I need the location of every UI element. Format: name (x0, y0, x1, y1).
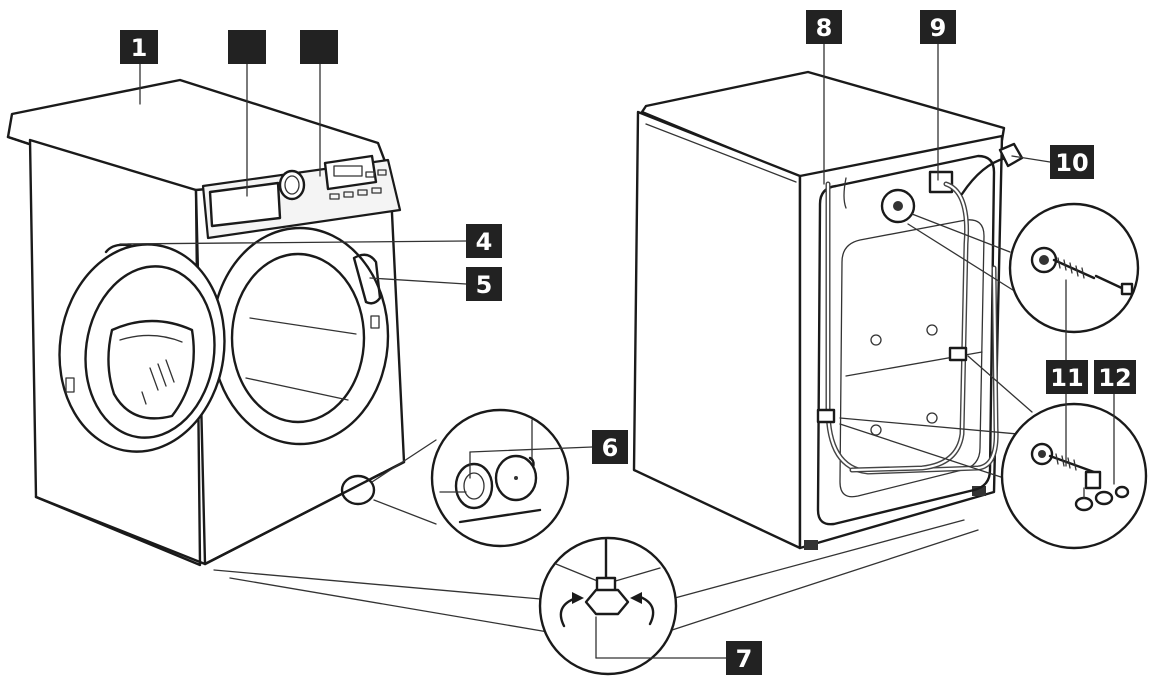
adjustable-foot-detail (213, 519, 979, 676)
inlet-valve (928, 170, 954, 194)
mains-plug (998, 142, 1024, 168)
callout-6: 6 (592, 430, 628, 464)
program-knob (278, 169, 306, 201)
callout-label: 7 (736, 645, 753, 673)
callout-5: 5 (466, 267, 502, 301)
pump-filter-cover (340, 474, 376, 506)
transit-bolt-detail-top (907, 202, 1140, 334)
front-washing-machine (6, 78, 406, 567)
rear-side-panel (632, 110, 802, 550)
callout-label: 12 (1098, 364, 1131, 392)
callout-label: 4 (476, 228, 493, 256)
callout-label: 1 (131, 34, 148, 62)
leader-lines (119, 43, 1115, 659)
callout-label: 9 (930, 14, 947, 42)
callout-label: 11 (1050, 364, 1083, 392)
door-handle (352, 253, 382, 305)
callout-4: 4 (466, 224, 502, 258)
callout-12: 12 (1094, 360, 1136, 394)
callout-2 (228, 30, 266, 64)
rear-back-panel (798, 134, 1004, 550)
callout-label: 5 (476, 271, 493, 299)
door-seal-ring (210, 226, 390, 446)
callout-8: 8 (806, 10, 842, 44)
door-glass-outer (84, 265, 216, 439)
filter-detail-circle (371, 408, 570, 548)
callout-label: 8 (816, 14, 833, 42)
callout-1: 1 (120, 30, 158, 64)
power-cord (960, 156, 1008, 196)
callout-9: 9 (920, 10, 956, 44)
callout-7: 7 (726, 641, 762, 675)
callout-11-top: 11 (1046, 360, 1088, 394)
callout-10: 10 (1050, 145, 1094, 179)
transit-bolt-detail-bottom (839, 355, 1148, 550)
rear-washing-machine (632, 70, 1024, 550)
display-panel (323, 154, 378, 191)
drum-opening (230, 252, 366, 424)
door-glass-bowl (107, 319, 195, 420)
control-buttons (329, 169, 387, 200)
callout-3 (300, 30, 338, 64)
callout-label: 6 (602, 434, 619, 462)
door-hinge (104, 243, 134, 254)
callout-label: 10 (1055, 149, 1088, 177)
detergent-drawer (208, 181, 282, 228)
